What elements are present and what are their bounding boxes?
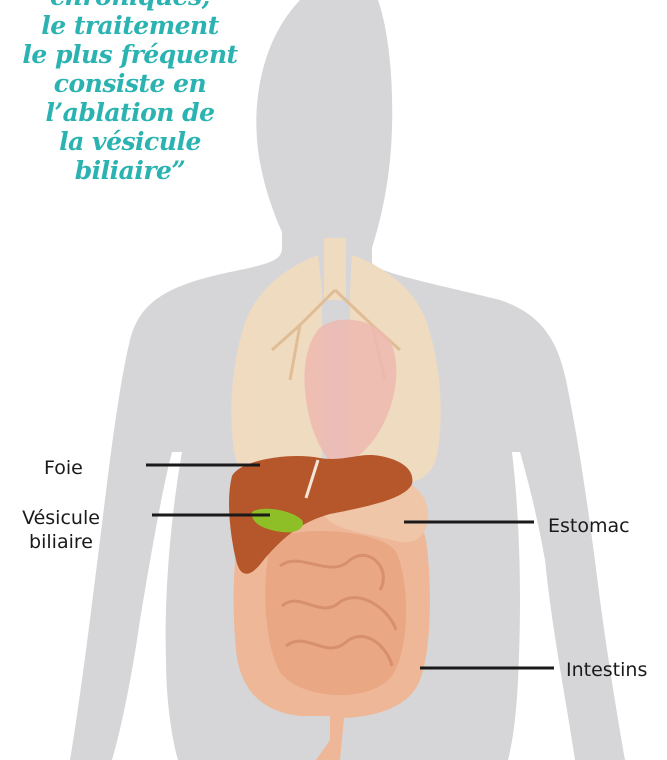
label-vesicule-line2: biliaire (10, 530, 112, 554)
label-vesicule-line1: Vésicule (10, 506, 112, 530)
quote-line: consiste en (0, 69, 260, 98)
label-foie: Foie (44, 456, 83, 480)
label-vesicule-biliaire: Vésicule biliaire (10, 506, 112, 554)
label-estomac: Estomac (548, 514, 630, 538)
quote-line: la vésicule (0, 127, 260, 156)
label-intestins: Intestins (566, 658, 647, 682)
quote-line: chroniques, (0, 0, 260, 11)
quote-line: l’ablation de (0, 98, 260, 127)
pull-quote: chroniques, le traitement le plus fréque… (0, 0, 260, 185)
quote-line: le traitement (0, 11, 260, 40)
quote-line: biliaire” (0, 156, 260, 185)
quote-line: le plus fréquent (0, 40, 260, 69)
